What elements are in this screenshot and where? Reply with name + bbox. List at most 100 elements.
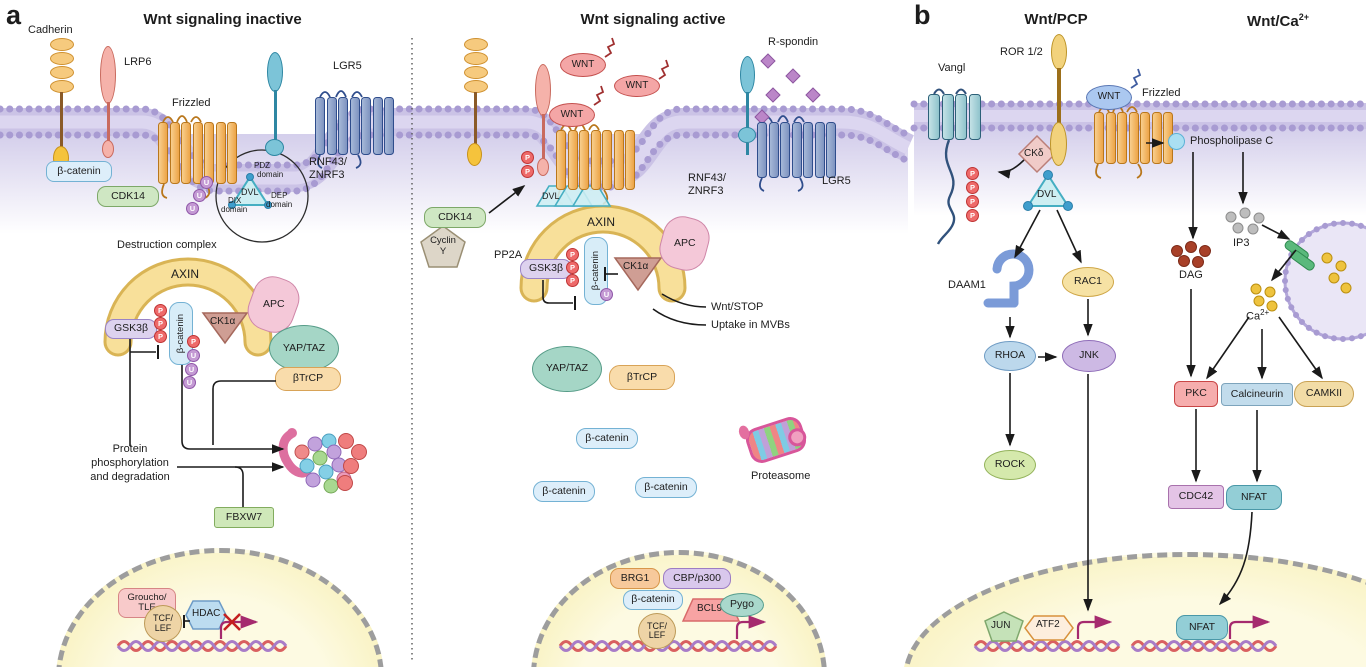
beta-catenin-nucleus: β-catenin bbox=[623, 590, 683, 610]
atf2-label: ATF2 bbox=[1036, 619, 1060, 630]
groucho-text: Groucho/ bbox=[127, 592, 167, 604]
pdz-domain-label: domain bbox=[257, 170, 284, 179]
lef-text: LEF bbox=[648, 630, 666, 640]
beta-catenin-free: β-catenin bbox=[576, 428, 638, 449]
beta-catenin-free: β-catenin bbox=[635, 477, 697, 498]
rnf43-label-active-line1: RNF43/ bbox=[688, 172, 726, 184]
ckdelta-diamond bbox=[1017, 134, 1057, 174]
phosphate-icon: P bbox=[566, 274, 579, 287]
beta-catenin-membrane: β-catenin bbox=[46, 161, 112, 182]
rnf43-tail-active bbox=[746, 143, 749, 155]
lef-text: LEF bbox=[154, 622, 172, 633]
frizzled-label-inactive: Frizzled bbox=[172, 97, 211, 109]
atf2-hexagon bbox=[1024, 615, 1074, 641]
phosphate-icon: P bbox=[521, 151, 534, 164]
dna-helix-inactive bbox=[116, 640, 288, 652]
rac1: RAC1 bbox=[1062, 267, 1114, 297]
lrp6-receptor-icon bbox=[100, 46, 116, 104]
wnt-ligand-b: WNT bbox=[1086, 85, 1132, 110]
phosphate-icon: P bbox=[187, 335, 200, 348]
dvl-trapezoids-active bbox=[535, 185, 612, 207]
dvl-label-inactive: DVL bbox=[241, 187, 259, 197]
lrp6-tail-icon bbox=[102, 140, 114, 158]
ck1a-label-inactive: CK1α bbox=[210, 316, 236, 327]
rnf43-ecto-icon-active bbox=[740, 56, 755, 94]
wnt-stop-label: Wnt/STOP bbox=[711, 301, 764, 313]
phosphate-icon: P bbox=[154, 304, 167, 317]
ror-kinase-icon bbox=[1050, 122, 1067, 166]
ror-label: ROR 1/2 bbox=[1000, 46, 1043, 58]
cadherin-intracellular-icon bbox=[467, 143, 482, 166]
rnf43-ring-icon bbox=[265, 139, 284, 156]
phosphate-icon: P bbox=[154, 330, 167, 343]
cdk14-active: CDK14 bbox=[424, 207, 486, 228]
ror-ecto-icon bbox=[1051, 34, 1067, 70]
tcf-text: TCF/ bbox=[647, 620, 667, 631]
ip3-label: IP3 bbox=[1233, 237, 1250, 249]
cyclin-label: Cyclin bbox=[430, 235, 456, 246]
yap-taz-active: YAP/TAZ bbox=[532, 346, 602, 392]
lgr5-helices-active bbox=[757, 122, 836, 178]
r-spondin-diamond-icons bbox=[754, 53, 821, 125]
panel-a-label: a bbox=[6, 0, 22, 30]
dna-helix-b1 bbox=[973, 640, 1121, 652]
vangl-label: Vangl bbox=[938, 62, 966, 74]
dep-label: DEP bbox=[271, 191, 288, 200]
phosphate-icon: P bbox=[566, 261, 579, 274]
lrp6-stem bbox=[107, 102, 110, 142]
uptake-mvbs-label: Uptake in MVBs bbox=[711, 319, 790, 331]
frizzled-label-b: Frizzled bbox=[1142, 87, 1181, 99]
nfat-cytoplasm: NFAT bbox=[1226, 485, 1282, 510]
lrp6-receptor-icon-active bbox=[535, 64, 551, 116]
frizzled-helices-active bbox=[556, 130, 635, 190]
pp2a-label: PP2A bbox=[494, 249, 523, 261]
ubiquitin-icon: U bbox=[185, 363, 198, 376]
protein-phos-line2: phosphorylation bbox=[91, 457, 169, 469]
cadherin-label: Cadherin bbox=[28, 24, 73, 36]
wnt-ligand: WNT bbox=[614, 75, 660, 97]
rhoa: RHOA bbox=[984, 341, 1036, 371]
destruction-complex-circle bbox=[215, 149, 309, 243]
apc-text: APC bbox=[262, 297, 285, 310]
protein-phos-line3: and degradation bbox=[90, 471, 170, 483]
r-spondin-label: R-spondin bbox=[768, 36, 819, 48]
frizzled-helices-inactive bbox=[158, 122, 237, 184]
btrcp-active: βTrCP bbox=[609, 365, 675, 390]
phospholipase-c-icon bbox=[1168, 133, 1185, 150]
cadherin-domain-icon bbox=[50, 38, 74, 51]
title-wnt-pcp: Wnt/PCP bbox=[1024, 11, 1088, 28]
cadherin-domain-icon bbox=[464, 52, 488, 65]
dix-domain-label: domain bbox=[221, 205, 248, 214]
tcf-lef-inactive: TCF/LEF bbox=[144, 605, 182, 642]
rnf43-ecto-icon bbox=[267, 52, 283, 92]
cyclin-y-pentagon bbox=[420, 225, 466, 268]
lgr5-helices-inactive bbox=[315, 97, 394, 155]
axin-label-active: AXIN bbox=[587, 215, 616, 229]
cadherin-stem bbox=[474, 92, 477, 144]
bcl9-label: BCL9 bbox=[697, 603, 723, 614]
fbxw7: FBXW7 bbox=[214, 507, 274, 528]
dep-domain-label: domain bbox=[266, 200, 293, 209]
rnf43-label-inactive-line1: RNF43/ bbox=[309, 156, 347, 168]
yap-taz-inactive: YAP/TAZ bbox=[269, 325, 339, 372]
ck1a-triangle-active bbox=[613, 257, 663, 292]
lrp6-tail-icon-active bbox=[537, 158, 549, 176]
cbp-p300: CBP/p300 bbox=[663, 568, 731, 589]
axin-label-inactive: AXIN bbox=[171, 267, 200, 281]
rnf43-label-inactive-line2: ZNRF3 bbox=[309, 169, 345, 181]
jnk: JNK bbox=[1062, 340, 1116, 372]
pygo: Pygo bbox=[720, 593, 764, 617]
phospholipase-c-label: Phospholipase C bbox=[1190, 135, 1274, 147]
ubiquitin-icon: U bbox=[200, 176, 213, 189]
ck1a-label-active: CK1α bbox=[623, 261, 649, 272]
rnf43-ring-icon-active bbox=[738, 127, 756, 143]
gsk3b-inactive: GSK3β bbox=[105, 319, 157, 339]
ubiquitin-icon: U bbox=[187, 349, 200, 362]
tcf-lef-active: TCF/LEF bbox=[638, 613, 676, 649]
cadherin-domain-icon bbox=[464, 66, 488, 79]
dna-helix-b2 bbox=[1130, 640, 1278, 652]
phosphate-icon: P bbox=[566, 248, 579, 261]
ckdelta-label: CKδ bbox=[1024, 148, 1044, 159]
wnt-ca-sup: 2+ bbox=[1298, 12, 1309, 22]
phosphate-icon: P bbox=[966, 167, 979, 180]
